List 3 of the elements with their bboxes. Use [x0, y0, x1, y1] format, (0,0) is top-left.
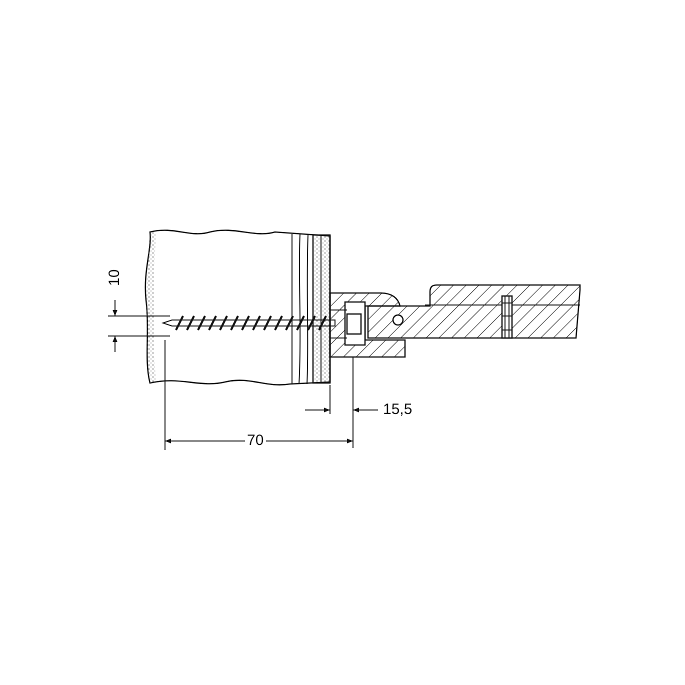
dimension-label: 70	[245, 433, 266, 448]
dimension-label: 10	[107, 267, 122, 288]
dimension-label: 15,5	[381, 402, 414, 417]
